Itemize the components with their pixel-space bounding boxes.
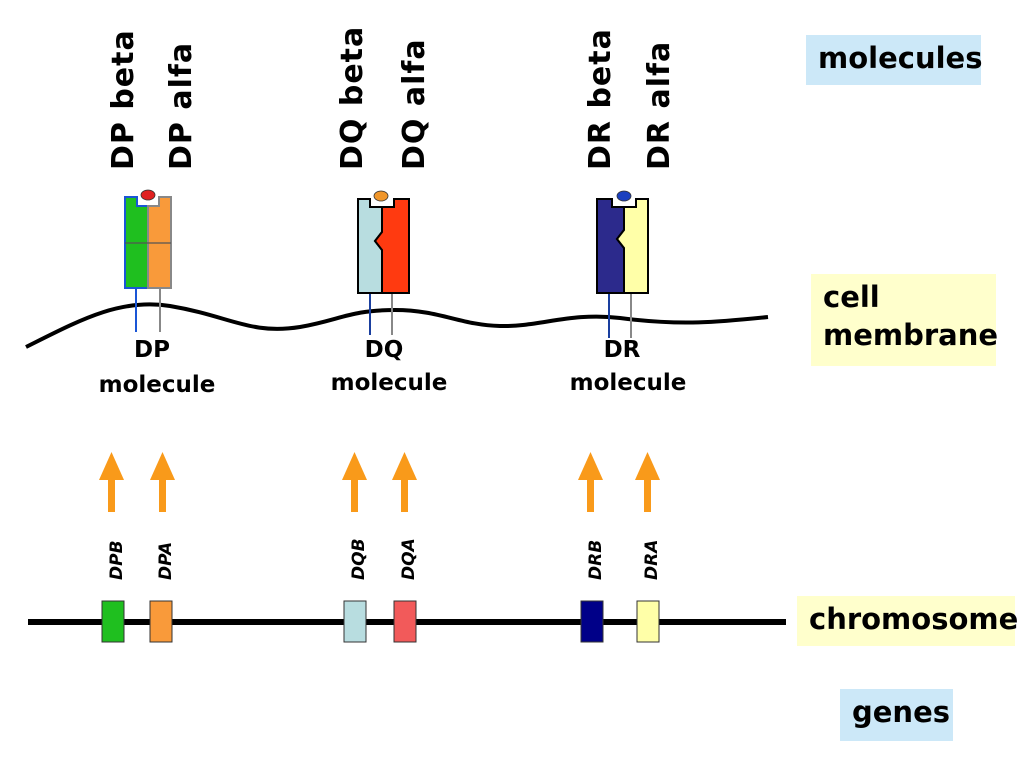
dr-beta-arrow bbox=[578, 452, 603, 512]
dr-alfa-chain bbox=[615, 198, 649, 294]
dq-alfa-arrow bbox=[392, 452, 417, 512]
dr-molecule-name-line2: molecule bbox=[570, 370, 687, 396]
dpb-gene-block bbox=[101, 600, 125, 643]
dp-peptide bbox=[140, 189, 156, 201]
dpb-gene-label: DPB bbox=[107, 540, 127, 580]
dqb-gene-block bbox=[343, 600, 367, 643]
cell-membrane-side-label: cell membrane bbox=[811, 274, 999, 366]
dra-gene-label: DRA bbox=[642, 540, 662, 580]
cell-membrane-side-label-line2: membrane bbox=[823, 318, 999, 352]
dq-molecule-name-line2: molecule bbox=[331, 370, 448, 396]
dp-group: DP beta DP alfa DP molecule DPB DPA bbox=[99, 29, 216, 643]
dq-group: DQ beta DQ alfa DQ molecule DQB DQA bbox=[331, 26, 448, 643]
dr-peptide bbox=[616, 190, 632, 202]
dqa-gene-block bbox=[393, 600, 417, 643]
dr-molecule-name-line1: DR bbox=[604, 337, 641, 363]
molecules-side-label-text: molecules bbox=[818, 41, 983, 75]
cell-membrane-line bbox=[25, 302, 769, 349]
chromosome-side-label: chromosome bbox=[797, 596, 1019, 646]
dra-gene-block bbox=[636, 600, 660, 643]
dq-beta-label: DQ beta bbox=[335, 26, 370, 170]
dp-molecule-name-line2: molecule bbox=[99, 372, 216, 398]
dqb-gene-label: DQB bbox=[349, 538, 369, 580]
dr-beta-chain bbox=[596, 198, 625, 294]
genes-side-label-text: genes bbox=[852, 695, 951, 729]
dp-molecule-name-line1: DP bbox=[134, 337, 170, 363]
dq-molecule-name-line1: DQ bbox=[365, 337, 404, 363]
chromosome-side-label-text: chromosome bbox=[809, 602, 1019, 636]
dqa-gene-label: DQA bbox=[399, 538, 419, 580]
dq-alfa-label: DQ alfa bbox=[397, 38, 432, 170]
dp-alfa-label: DP alfa bbox=[164, 42, 199, 170]
dp-beta-label: DP beta bbox=[106, 29, 141, 170]
dr-alfa-arrow bbox=[635, 452, 660, 512]
dq-peptide bbox=[373, 190, 389, 202]
dp-alfa-arrow bbox=[150, 452, 175, 512]
drb-gene-label: DRB bbox=[586, 540, 606, 580]
dq-alfa-chain bbox=[373, 198, 410, 294]
dr-beta-label: DR beta bbox=[583, 28, 618, 170]
dpa-gene-block bbox=[149, 600, 173, 643]
drb-gene-block bbox=[580, 600, 604, 643]
genes-side-label: genes bbox=[840, 689, 953, 741]
molecules-side-label: molecules bbox=[806, 35, 983, 85]
dr-alfa-label: DR alfa bbox=[642, 41, 677, 170]
cell-membrane-side-label-line1: cell bbox=[823, 280, 880, 314]
dpa-gene-label: DPA bbox=[156, 542, 176, 580]
dq-beta-arrow bbox=[342, 452, 367, 512]
dr-group: DR beta DR alfa DR molecule DRB DRA bbox=[570, 28, 687, 643]
dp-beta-arrow bbox=[99, 452, 124, 512]
